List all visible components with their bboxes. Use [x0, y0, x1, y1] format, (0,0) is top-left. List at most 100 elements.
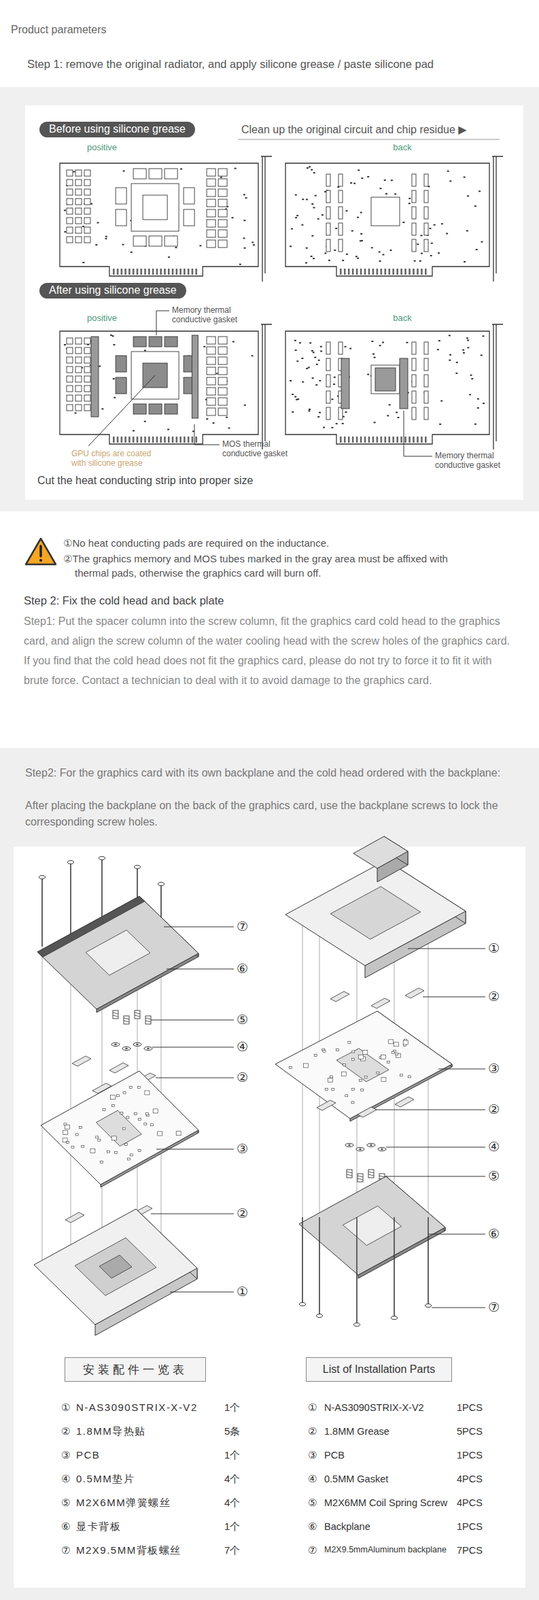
smd-part [322, 426, 325, 429]
strip-part [411, 190, 416, 203]
smd-part [381, 341, 385, 344]
pcie-finger [136, 436, 139, 443]
part-number: ① [61, 1400, 71, 1414]
smd-part [314, 195, 317, 197]
spring-screw [346, 1169, 353, 1178]
vrm-part [66, 169, 73, 177]
smd-part [301, 381, 304, 383]
memory-chip [115, 187, 127, 204]
pcb-component [322, 1050, 326, 1053]
pcb-component [127, 1157, 130, 1160]
pcb-component [396, 1052, 402, 1057]
part-name: 1.8MM Grease [324, 1424, 390, 1437]
memory-chip [164, 235, 178, 247]
spring-screw [123, 1015, 130, 1024]
pcb-component [137, 1149, 141, 1152]
gasket-hole [125, 1047, 128, 1049]
smd-part [318, 359, 321, 361]
smd-part [413, 260, 416, 262]
smd-part [345, 253, 349, 255]
smd-part [395, 411, 398, 414]
gasket-hole [146, 1047, 150, 1049]
pcie-finger [140, 436, 143, 443]
smd-part [390, 249, 393, 251]
choke [218, 336, 228, 344]
choke [206, 356, 216, 365]
smd-part [231, 216, 234, 219]
smd-part [341, 422, 344, 425]
grey-panel [0, 87, 539, 512]
smd-part [408, 197, 411, 200]
pcie-finger [144, 436, 147, 443]
smd-part [301, 357, 304, 359]
alignment-line [394, 924, 395, 1318]
pcb-component [150, 1123, 153, 1126]
choke [218, 188, 228, 197]
smd-part [477, 398, 480, 400]
part-quantity: 1PCS [456, 1448, 483, 1461]
pcie-finger [128, 436, 131, 443]
smd-part [167, 428, 170, 431]
pcie-finger [183, 268, 186, 275]
vrm-part [75, 188, 82, 196]
pcie-finger [191, 436, 194, 443]
callout-number: ⑤ [488, 1167, 500, 1185]
choke [206, 219, 216, 228]
screw-shaft [393, 1216, 395, 1318]
spring-coil [112, 1012, 119, 1017]
pcie-finger [404, 268, 407, 275]
heading-underline [237, 139, 500, 141]
vrm-part [75, 236, 82, 243]
smd-part [295, 398, 298, 401]
strip-part [338, 341, 343, 355]
vrm-part [75, 404, 82, 411]
pcie-finger [404, 436, 407, 443]
strip-part [424, 206, 429, 219]
spring-coil [368, 1171, 374, 1176]
backplate [299, 1175, 446, 1275]
backplate-cutout [85, 929, 151, 975]
pcb-component [314, 1053, 317, 1056]
pcb-component [360, 1088, 364, 1091]
strip-part [326, 190, 331, 203]
screw-head [67, 860, 75, 864]
pcie-finger [176, 436, 179, 443]
pcb-component [110, 1094, 115, 1100]
smd-part [82, 225, 85, 228]
smd-part [252, 244, 255, 246]
pcie-finger [124, 268, 127, 275]
part-name: 显卡背板 [76, 1519, 121, 1533]
vrm-part [84, 188, 91, 196]
strip-part [411, 174, 416, 187]
thermal-pad [394, 1096, 414, 1107]
smd-part [315, 384, 318, 386]
pcie-finger [163, 268, 166, 275]
pcie-finger [408, 268, 411, 275]
cooling-channel [330, 886, 421, 940]
vrm-part [66, 347, 73, 354]
pcb-component [393, 1041, 399, 1047]
pcb-component [114, 1150, 117, 1153]
annotation-label: Memory thermal conductive gasket [435, 450, 517, 470]
smd-part [447, 170, 450, 172]
smd-part [386, 414, 389, 416]
smd-part [299, 341, 302, 344]
smd-part [333, 383, 336, 385]
choke [206, 367, 216, 375]
strip-part [411, 358, 416, 371]
pcie-finger [339, 268, 342, 275]
alignment-line [42, 876, 43, 1272]
part-number: ⑤ [307, 1496, 317, 1509]
smd-part [357, 169, 360, 171]
vrm-part [66, 217, 73, 224]
part-quantity: 4个 [224, 1496, 240, 1509]
vrm-part [66, 227, 73, 234]
pcb-component [351, 1101, 355, 1104]
warning-mark [39, 545, 43, 556]
strip-part [326, 341, 331, 355]
mos-thermal-pad [191, 335, 198, 419]
memory-chip [133, 168, 147, 179]
vrm-part [75, 169, 82, 177]
smd-part [312, 257, 315, 259]
smd-part [251, 354, 254, 357]
